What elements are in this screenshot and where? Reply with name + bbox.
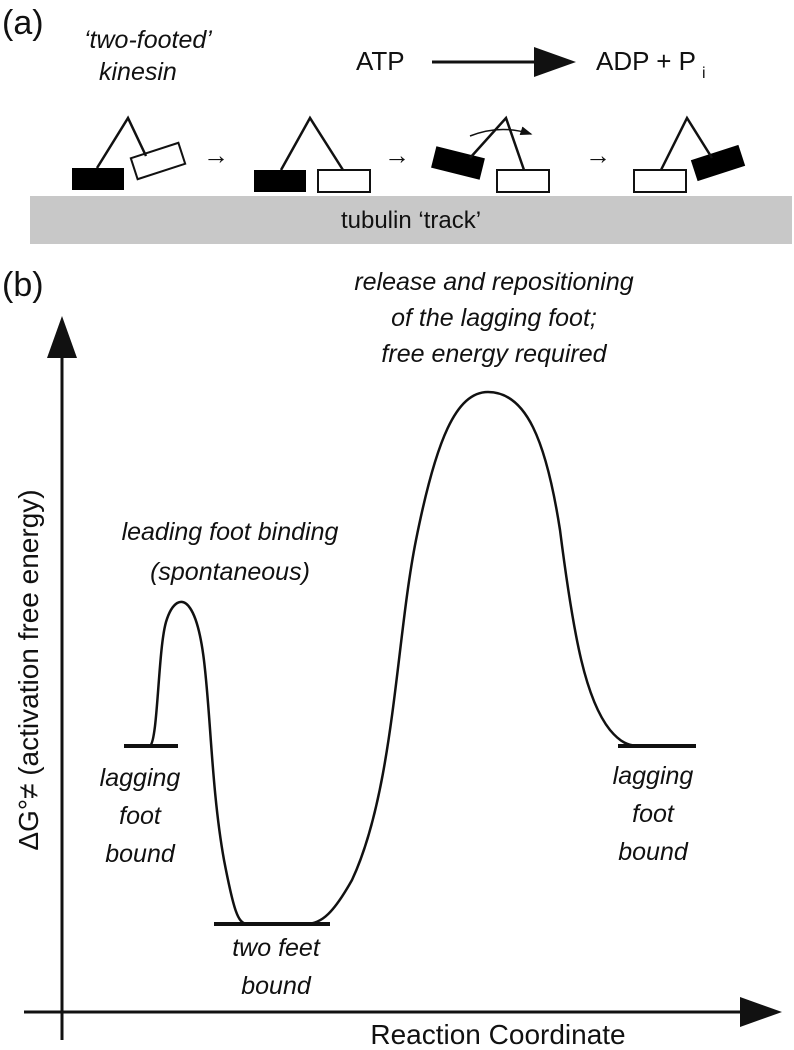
- foot-bound-filled: [72, 168, 124, 190]
- state-left-line1: lagging: [100, 764, 181, 792]
- state-left-line3: bound: [105, 840, 176, 868]
- state-right-line1: lagging: [613, 762, 694, 790]
- step-arrow-2: →: [384, 140, 410, 170]
- state-middle-line2: bound: [241, 972, 312, 1000]
- foot-bound-empty: [633, 169, 687, 193]
- panel-b: (b) ΔG°≠ (activation free energy) Reacti…: [2, 266, 782, 1050]
- kinesin-stage-4: [633, 115, 746, 193]
- kinesin-legs: [469, 115, 526, 171]
- panel-a: (a) ‘two-footed’ kinesin ATP ADP + P i →…: [2, 4, 792, 244]
- foot-bound-empty: [496, 169, 550, 193]
- foot-tilted-empty: [129, 141, 187, 181]
- reaction-reactant: ATP: [356, 46, 405, 76]
- tubulin-track: [30, 196, 792, 244]
- step-arrow-3: →: [585, 140, 611, 170]
- step-arrow-1: →: [203, 140, 229, 170]
- kinesin-legs: [95, 115, 148, 169]
- kinesin-legs: [279, 115, 345, 171]
- kinesin-stage-2: [254, 115, 371, 193]
- swing-arrow: [469, 126, 533, 137]
- tubulin-track-label: tubulin ‘track’: [341, 207, 481, 234]
- kinesin-legs: [659, 115, 714, 171]
- state-label-left: lagging foot bound: [100, 764, 181, 868]
- atp-hydrolysis-reaction: ATP ADP + P i: [356, 46, 706, 82]
- kinesin-stage-1: [72, 115, 187, 190]
- kinesin-label-line2: kinesin: [99, 58, 177, 86]
- state-right-line3: bound: [618, 838, 689, 866]
- annotation-peak-2: release and repositioning of the lagging…: [354, 268, 633, 368]
- reaction-product-subscript: i: [702, 65, 706, 82]
- state-middle-line1: two feet: [232, 934, 321, 962]
- annotation-peak-1-line2: (spontaneous): [150, 558, 310, 586]
- reaction-product: ADP + P: [596, 46, 696, 76]
- state-label-right: lagging foot bound: [613, 762, 694, 866]
- state-right-line2: foot: [632, 800, 675, 828]
- foot-tilted-filled: [690, 144, 746, 182]
- y-axis-label: ΔG°≠ (activation free energy): [13, 489, 44, 850]
- x-axis-label: Reaction Coordinate: [370, 1019, 625, 1050]
- panel-a-label: (a): [2, 4, 44, 42]
- kinesin-stage-3: [431, 115, 550, 193]
- foot-lifted-filled: [431, 146, 485, 180]
- annotation-peak-2-line2: of the lagging foot;: [391, 304, 597, 332]
- foot-bound-filled: [254, 170, 306, 192]
- panel-b-label: (b): [2, 266, 44, 304]
- state-label-middle: two feet bound: [232, 934, 321, 1000]
- annotation-peak-2-line3: free energy required: [381, 340, 607, 368]
- foot-bound-empty: [317, 169, 371, 193]
- kinesin-label-line1: ‘two-footed’: [84, 26, 212, 54]
- energy-profile-curve: [124, 390, 694, 926]
- annotation-peak-1: leading foot binding (spontaneous): [122, 518, 339, 586]
- annotation-peak-2-line1: release and repositioning: [354, 268, 633, 296]
- state-left-line2: foot: [119, 802, 162, 830]
- annotation-peak-1-line1: leading foot binding: [122, 518, 339, 546]
